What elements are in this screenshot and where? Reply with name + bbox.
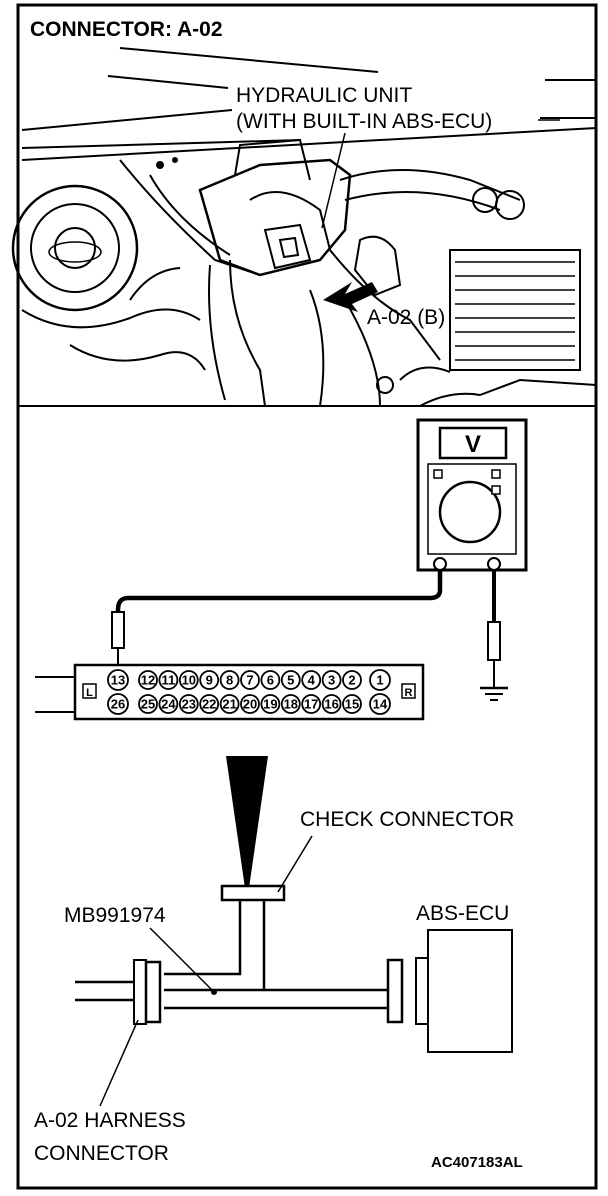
hydraulic-unit-label: HYDRAULIC UNIT xyxy=(236,84,412,107)
connector-pin-1 xyxy=(369,669,391,691)
voltmeter-display xyxy=(438,426,508,460)
connector-pin-9-label: 9 xyxy=(206,673,213,688)
connector-pin-18 xyxy=(280,694,301,714)
adapter-part-number: MB991974 xyxy=(64,904,166,927)
connector-pin-23-label: 23 xyxy=(182,697,196,712)
connector-pin-22-label: 22 xyxy=(202,697,216,712)
connector-pin-19 xyxy=(260,694,281,714)
check-connector-label: CHECK CONNECTOR xyxy=(300,808,514,831)
ground-icon xyxy=(480,686,508,701)
positive-probe xyxy=(111,611,125,649)
connector-pin-15 xyxy=(342,694,362,714)
connector-pin-18-label: 18 xyxy=(284,697,298,712)
connector-pin-26 xyxy=(107,693,129,715)
figure-code: AC407183AL xyxy=(431,1154,523,1171)
connector-pin-1-label: 1 xyxy=(376,673,383,688)
connector-pin-2 xyxy=(342,670,362,690)
harness-connector xyxy=(75,959,162,1107)
connector-pin-11-label: 11 xyxy=(162,673,176,688)
connector-pin-16 xyxy=(321,694,342,714)
pointer-wedge xyxy=(226,756,268,902)
connector-side-r-box xyxy=(401,683,416,699)
connector-pin-7-label: 7 xyxy=(246,673,253,688)
connector-pin-16-label: 16 xyxy=(324,697,338,712)
connector-pin-12-label: 12 xyxy=(141,673,155,688)
connector-pin-6-label: 6 xyxy=(267,673,274,688)
connector-pin-26-label: 26 xyxy=(111,697,125,712)
connector-pin-19-label: 19 xyxy=(263,697,277,712)
connector-pin-10-label: 10 xyxy=(182,673,196,688)
connector-pin-12 xyxy=(138,670,158,690)
connector-pin-4 xyxy=(301,670,322,690)
connector-pin-14 xyxy=(369,693,391,715)
voltmeter-symbol: V xyxy=(465,431,481,458)
adapter-harness xyxy=(149,900,388,1010)
connector-pin-2-label: 2 xyxy=(348,673,355,688)
negative-probe xyxy=(487,621,501,661)
figure-frame xyxy=(16,3,598,1190)
connector-pin-13 xyxy=(107,669,129,691)
connector-pin-3-label: 3 xyxy=(328,673,335,688)
connector-pin-9 xyxy=(199,670,220,690)
connector-pin-23 xyxy=(178,694,199,714)
connector-pin-17-label: 17 xyxy=(304,697,318,712)
connector-pin-11 xyxy=(158,670,179,690)
abs-ecu-label: ABS-ECU xyxy=(416,902,509,925)
connector-pin-8 xyxy=(219,670,240,690)
connector-pin-21 xyxy=(219,694,240,714)
voltmeter-terminal-neg xyxy=(487,557,501,571)
connector-pin-5 xyxy=(280,670,301,690)
connector-pin-17 xyxy=(301,694,322,714)
connector-pin-7 xyxy=(240,670,260,690)
connector-side-right: R xyxy=(405,687,413,699)
voltmeter xyxy=(416,418,528,572)
engine-bay-illustration xyxy=(11,47,597,407)
connector-pin-3 xyxy=(321,670,342,690)
hydraulic-unit-sublabel: (WITH BUILT-IN ABS-ECU) xyxy=(236,110,492,133)
connector-side-l-box xyxy=(82,683,97,699)
harness-connector-sublabel: CONNECTOR xyxy=(34,1142,169,1165)
connector-pin-5-label: 5 xyxy=(287,673,294,688)
voltmeter-terminal-pos xyxy=(433,557,447,571)
connector-pin-8-label: 8 xyxy=(226,673,233,688)
connector-side-left: L xyxy=(86,687,93,699)
connector-pin-22 xyxy=(199,694,220,714)
connector-pin-13-label: 13 xyxy=(111,673,125,688)
harness-connector-label: A-02 HARNESS xyxy=(34,1109,186,1132)
connector-pin-20-label: 20 xyxy=(243,697,257,712)
connector-a02-label: A-02 (B) xyxy=(367,306,445,329)
connector-pin-25 xyxy=(138,694,158,714)
connector-pin-24-label: 24 xyxy=(161,697,176,712)
figure-title: CONNECTOR: A-02 xyxy=(30,18,223,41)
abs-ecu xyxy=(386,929,513,1053)
connector-pin-4-label: 4 xyxy=(308,673,316,688)
connector-pin-14-label: 14 xyxy=(373,697,388,712)
connector-pin-25-label: 25 xyxy=(141,697,155,712)
connector-pin-6 xyxy=(260,670,281,690)
voltmeter-dial xyxy=(438,480,502,544)
connector-pin-21-label: 21 xyxy=(222,697,236,712)
connector-pin-10 xyxy=(178,670,199,690)
connector-pin-20 xyxy=(240,694,260,714)
connector-pin-15-label: 15 xyxy=(345,697,359,712)
connector-pin-24 xyxy=(158,694,179,714)
check-connector xyxy=(220,835,313,902)
positive-test-lead xyxy=(115,570,443,622)
